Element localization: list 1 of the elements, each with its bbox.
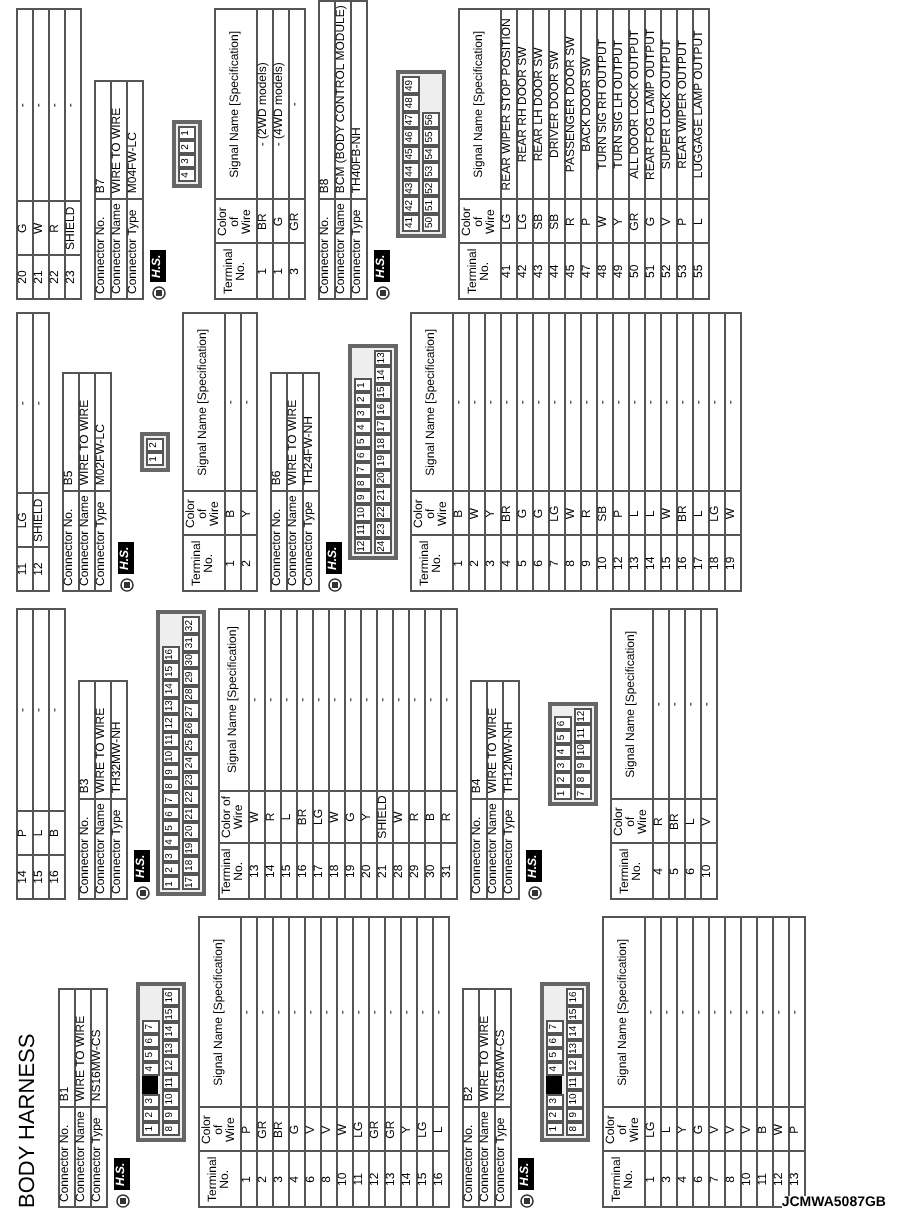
page-title: BODY HARNESS: [16, 1033, 40, 1208]
